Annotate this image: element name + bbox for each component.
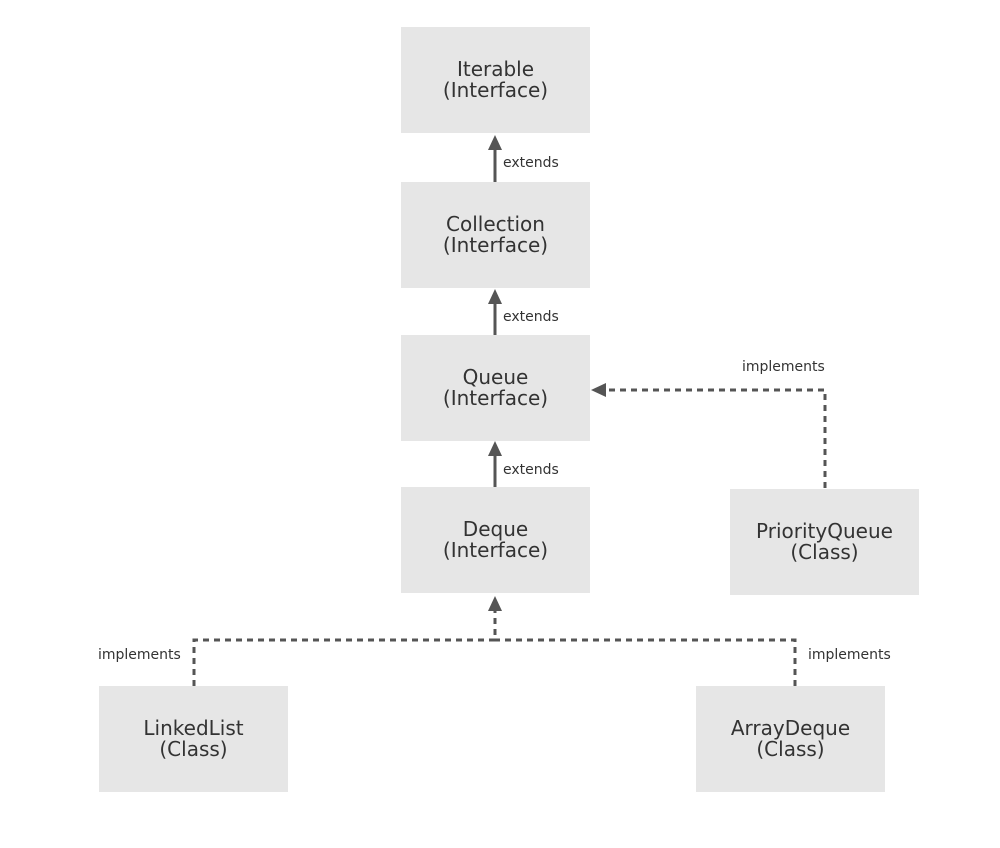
priorityqueue-node: PriorityQueue (Class) — [730, 489, 919, 595]
node-name: Iterable — [456, 57, 535, 81]
node-kind: (Class) — [159, 737, 228, 761]
edge-label-extends: extends — [503, 155, 559, 171]
node-name: PriorityQueue — [756, 519, 893, 543]
queue-node: Queue (Interface) — [401, 335, 590, 441]
deque-node: Deque (Interface) — [401, 487, 590, 593]
arrowhead-queue — [488, 441, 502, 456]
node-name: ArrayDeque — [730, 716, 851, 740]
node-name: Deque — [462, 517, 529, 541]
edge-arraydeque-deque — [495, 638, 797, 686]
arrowhead-queue-implements — [591, 383, 606, 397]
edge-label-extends: extends — [503, 309, 559, 325]
node-kind: (Interface) — [442, 233, 549, 257]
node-kind: (Interface) — [442, 78, 549, 102]
edge-label-implements: implements — [98, 647, 181, 663]
node-name: LinkedList — [143, 716, 244, 740]
edge-label-extends: extends — [503, 462, 559, 478]
collection-node: Collection (Interface) — [401, 182, 590, 288]
arrowhead-iterable — [488, 135, 502, 150]
iterable-node: Iterable (Interface) — [401, 27, 590, 133]
edge-priorityqueue-queue — [604, 388, 827, 488]
edge-label-implements: implements — [742, 359, 825, 375]
edge-linkedlist-deque — [192, 610, 497, 686]
edge-label-implements: implements — [808, 647, 891, 663]
node-kind: (Interface) — [442, 538, 549, 562]
node-name: Queue — [462, 365, 529, 389]
arraydeque-node: ArrayDeque (Class) — [696, 686, 885, 792]
node-name: Collection — [446, 212, 545, 236]
arrowhead-collection — [488, 289, 502, 304]
linkedlist-node: LinkedList (Class) — [99, 686, 288, 792]
arrowhead-deque-implements — [488, 596, 502, 611]
node-kind: (Class) — [756, 737, 825, 761]
node-kind: (Interface) — [442, 386, 549, 410]
node-kind: (Class) — [790, 540, 859, 564]
